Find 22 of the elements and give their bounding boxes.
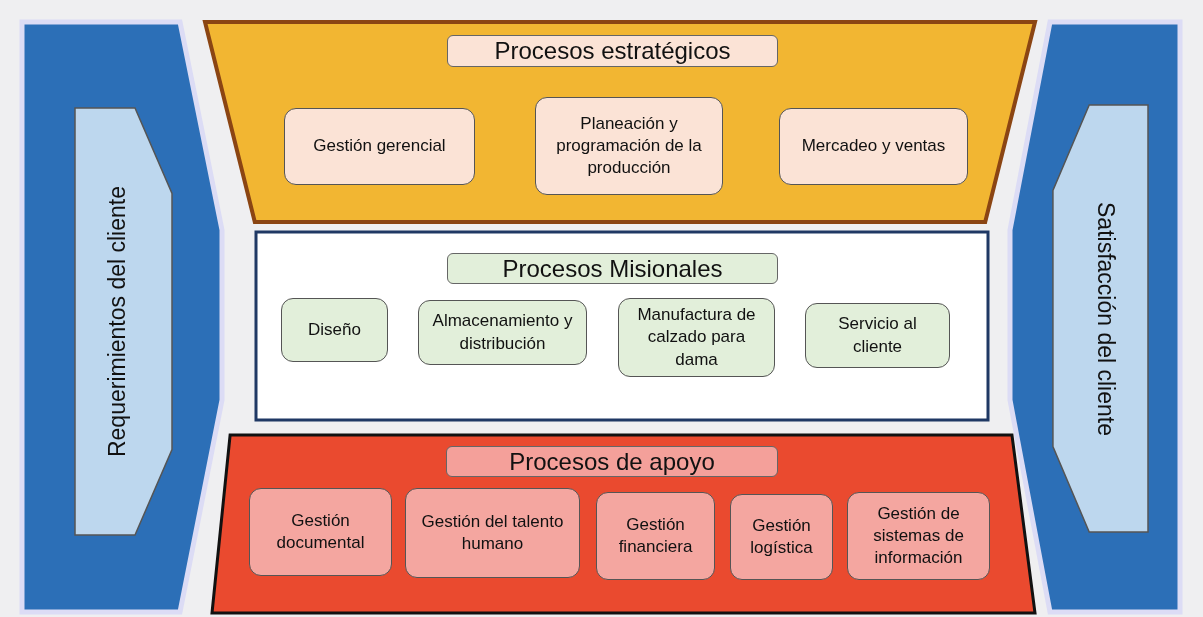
chevron-panel	[1050, 105, 1148, 532]
process-box: Almacenamiento y distribución	[418, 300, 587, 365]
chevron-panel	[75, 108, 175, 535]
process-box: Gestión logística	[730, 494, 833, 580]
process-box: Gestión del talento humano	[405, 488, 580, 578]
process-group-panel	[256, 232, 988, 420]
process-box: Mercadeo y ventas	[779, 108, 968, 185]
process-box: Servicio al cliente	[805, 303, 950, 368]
process-box: Diseño	[281, 298, 388, 362]
panel-label: Requerimientos del cliente	[103, 185, 131, 457]
section-title: Procesos de apoyo	[446, 446, 778, 477]
panel-label: Satisfacción del cliente	[1091, 201, 1119, 436]
process-box: Manufactura de calzado para dama	[618, 298, 775, 377]
trapezoid-panel	[212, 435, 1035, 613]
process-box: Gestión documental	[249, 488, 392, 576]
process-box: Planeación y programación de la producción	[535, 97, 723, 195]
section-title: Procesos Misionales	[447, 253, 778, 284]
trapezoid-panel	[205, 22, 1035, 222]
process-box: Gestión de sistemas de información	[847, 492, 990, 580]
section-title: Procesos estratégicos	[447, 35, 778, 67]
process-box: Gestión gerencial	[284, 108, 475, 185]
process-box: Gestión financiera	[596, 492, 715, 580]
